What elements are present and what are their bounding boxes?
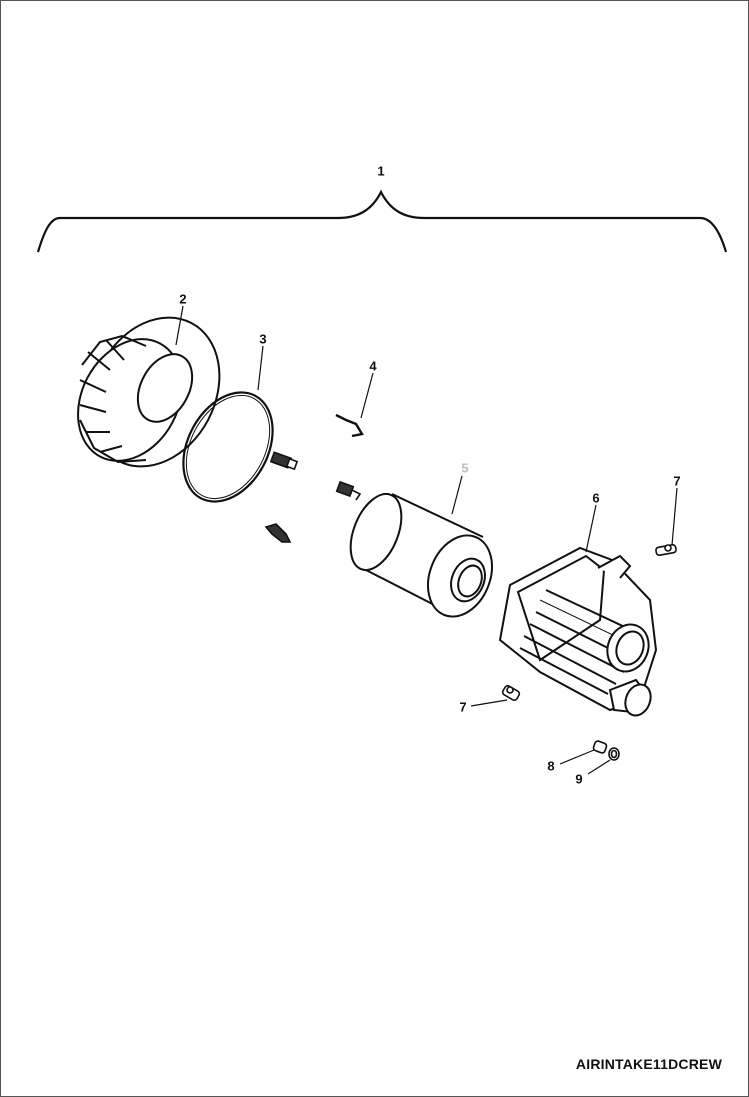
callout-5: 5 <box>461 460 469 476</box>
cover-part <box>77 316 221 468</box>
assembly-bracket <box>36 189 728 253</box>
small-parts <box>592 740 620 761</box>
callout-7-lower: 7 <box>459 699 467 715</box>
leader-lines <box>175 305 678 775</box>
fastener-parts <box>264 413 364 543</box>
callout-2: 2 <box>179 291 187 307</box>
o-ring-part <box>182 391 274 503</box>
callout-3: 3 <box>259 331 267 347</box>
filter-element-part <box>349 493 493 618</box>
callout-4: 4 <box>369 358 377 374</box>
callout-6: 6 <box>592 490 600 506</box>
callout-1: 1 <box>377 163 385 179</box>
callout-7-upper: 7 <box>673 473 681 489</box>
fitting-parts <box>501 543 677 702</box>
housing-part <box>498 546 658 717</box>
figure-id-label: AIRINTAKE11DCREW <box>575 1056 722 1072</box>
callout-8: 8 <box>547 758 555 774</box>
callout-9: 9 <box>575 771 583 787</box>
